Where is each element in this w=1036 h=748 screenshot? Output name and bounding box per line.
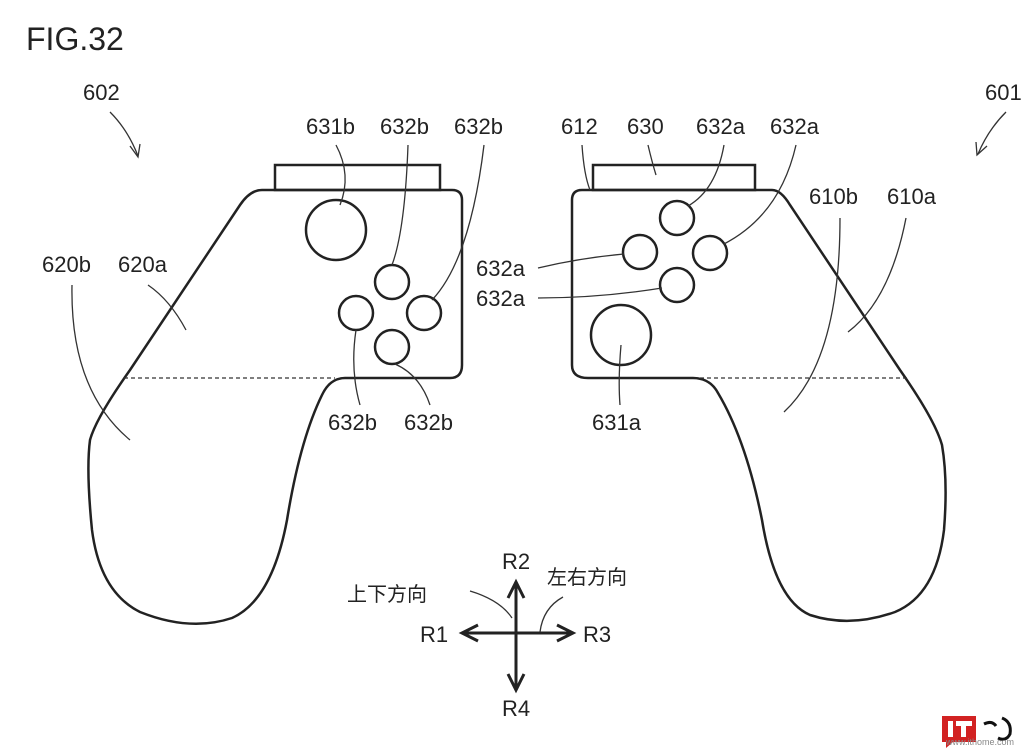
ithome-watermark-logo	[942, 716, 1012, 748]
label-vertical-direction: 上下方向	[347, 582, 427, 606]
label-horizontal-direction: 左右方向	[547, 565, 627, 589]
label-632a-left: 632a	[476, 256, 526, 281]
arrow-left-icon	[458, 623, 479, 643]
label-R3: R3	[583, 622, 611, 647]
left-controller	[87, 163, 464, 626]
label-632b-bottom: 632b	[404, 410, 453, 435]
label-601: 601	[985, 80, 1022, 105]
label-602: 602	[83, 80, 120, 105]
label-610b: 610b	[809, 184, 858, 209]
watermark-url: www.ithome.com	[945, 737, 1014, 747]
right-controller	[570, 163, 947, 623]
right-stick	[589, 303, 653, 367]
left-button-bottom	[373, 328, 411, 366]
left-button-right	[405, 294, 443, 332]
direction-axes	[458, 578, 577, 694]
label-620a: 620a	[118, 252, 168, 277]
label-620b: 620b	[42, 252, 91, 277]
left-button-top	[373, 263, 411, 301]
label-632b-top: 632b	[380, 114, 429, 139]
left-button-left	[337, 294, 375, 332]
left-top-bump	[273, 163, 442, 192]
leader-lines	[71, 111, 1007, 441]
label-612: 612	[561, 114, 598, 139]
arrow-right-icon	[556, 623, 577, 643]
label-631a: 631a	[592, 410, 642, 435]
label-632a-bottom: 632a	[476, 286, 526, 311]
label-R2: R2	[502, 549, 530, 574]
label-R1: R1	[420, 622, 448, 647]
label-630: 630	[627, 114, 664, 139]
left-controller-body	[87, 188, 464, 626]
label-R4: R4	[502, 696, 530, 721]
label-632a-top: 632a	[696, 114, 746, 139]
label-610a: 610a	[887, 184, 937, 209]
right-top-bump	[591, 163, 757, 192]
right-button-top	[658, 199, 696, 237]
right-controller-body	[570, 188, 947, 623]
label-631b: 631b	[306, 114, 355, 139]
right-button-right	[691, 234, 729, 272]
right-button-left	[621, 233, 659, 271]
label-632a-right: 632a	[770, 114, 820, 139]
figure-title: FIG.32	[26, 21, 124, 57]
label-632b-right: 632b	[454, 114, 503, 139]
label-632b-left: 632b	[328, 410, 377, 435]
right-button-bottom	[658, 266, 696, 304]
arrow-down-icon	[506, 673, 526, 694]
arrow-up-icon	[506, 578, 526, 599]
left-stick	[304, 198, 368, 262]
